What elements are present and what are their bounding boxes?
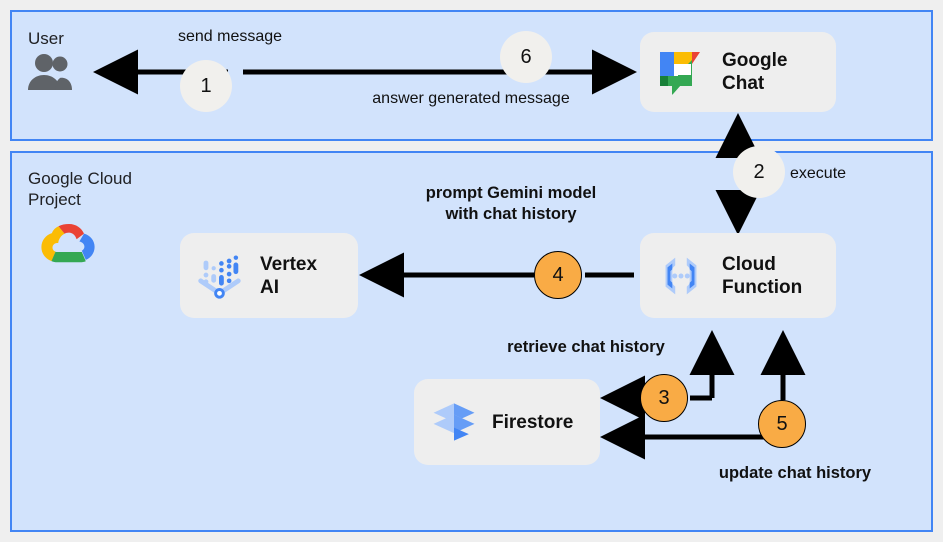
flow-label-update-chat-history: update chat history [718, 464, 872, 482]
user-group-icon [22, 52, 78, 92]
node-vertex-ai[interactable]: Vertex AI [180, 233, 358, 318]
vertex-ai-icon [192, 249, 246, 303]
node-firestore-label: Firestore [492, 411, 574, 433]
step-badge-3[interactable]: 3 [640, 374, 688, 422]
flow-label-prompt-gemini: prompt Gemini model with chat history [425, 184, 597, 223]
node-google-chat-label: Google Chat [722, 50, 788, 94]
node-google-chat[interactable]: Google Chat [640, 32, 836, 112]
step-badge-2[interactable]: 2 [733, 146, 785, 198]
step-badge-1[interactable]: 1 [180, 60, 232, 112]
firestore-icon [428, 396, 480, 448]
flow-label-retrieve-chat-history: retrieve chat history [507, 338, 665, 356]
flow-label-answer-generated-message: answer generated message [372, 90, 570, 107]
flow-label-send-message: send message [177, 28, 283, 45]
node-cloud-function[interactable]: Cloud Function [640, 233, 836, 318]
node-cloud-function-label: Cloud Function [722, 253, 803, 298]
step-badge-6[interactable]: 6 [500, 31, 552, 83]
step-badge-5[interactable]: 5 [758, 400, 806, 448]
zone-gcp-label: Google Cloud Project [28, 169, 132, 209]
google-chat-icon [654, 46, 706, 98]
flow-label-execute: execute [790, 165, 847, 182]
step-badge-4[interactable]: 4 [534, 251, 582, 299]
cloud-function-icon [654, 249, 708, 303]
node-vertex-ai-label: Vertex AI [260, 253, 318, 298]
zone-user-label: User [28, 29, 64, 48]
node-firestore[interactable]: Firestore [414, 379, 600, 465]
google-cloud-logo-icon [36, 218, 102, 270]
